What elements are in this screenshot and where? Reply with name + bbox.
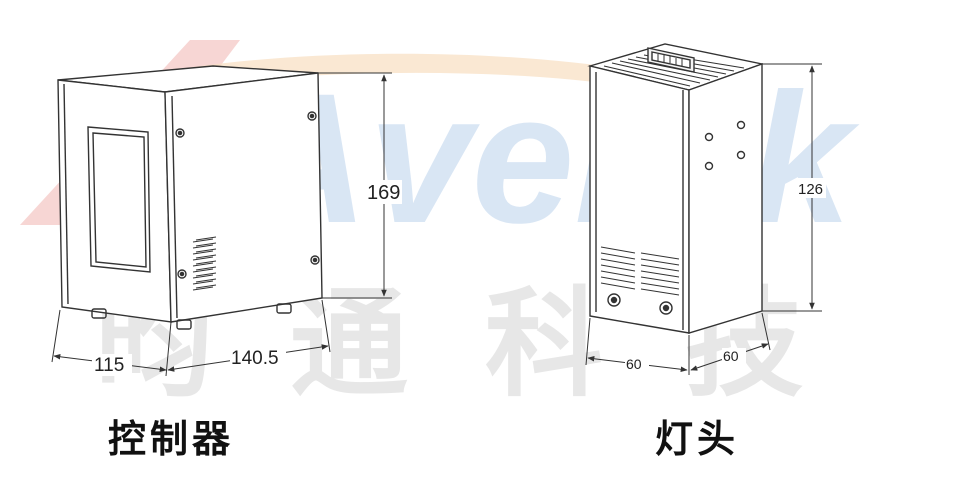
- lamp-side-face: [688, 63, 763, 334]
- lamp-mount-hole: [736, 150, 746, 160]
- controller-side-edge: [171, 95, 178, 319]
- controller-foot: [91, 308, 107, 319]
- watermark-char-3: 科: [485, 275, 603, 413]
- controller-drawing: [57, 65, 323, 330]
- controller-height-label: 169: [367, 182, 400, 204]
- controller-width-label: 140.5: [231, 348, 279, 369]
- lamp-mount-hole: [704, 161, 714, 171]
- controller-vent: [192, 236, 217, 291]
- controller-depth-label: 115: [94, 355, 124, 376]
- lamp-connector: [647, 47, 695, 73]
- controller-foot: [176, 319, 192, 330]
- lamp-height-label: 126: [798, 181, 823, 198]
- lamp-front-vents: [600, 246, 680, 296]
- controller-screw: [177, 269, 187, 279]
- controller-front-edge: [63, 83, 69, 305]
- controller-window-inner: [92, 132, 147, 268]
- lamp-width-label: 60: [626, 356, 642, 372]
- controller-foot: [276, 303, 292, 314]
- lamp-front-face: [589, 65, 690, 334]
- controller-window: [87, 126, 151, 273]
- controller-screw: [307, 111, 317, 121]
- lamp-head-drawing: [587, 43, 765, 334]
- lamp-head-caption: 灯头: [655, 417, 740, 461]
- controller-screw: [175, 128, 185, 138]
- controller-dimensions: [51, 72, 392, 377]
- lamp-depth-label: 60: [723, 348, 739, 364]
- watermark-logo-text: Aventk: [231, 56, 860, 262]
- controller-caption: 控制器: [108, 417, 235, 461]
- controller-front-face: [57, 79, 172, 323]
- controller-side-face: [164, 72, 323, 323]
- controller-screw: [310, 255, 320, 265]
- lamp-mount-hole: [704, 132, 714, 142]
- lamp-mount-hole: [736, 120, 746, 130]
